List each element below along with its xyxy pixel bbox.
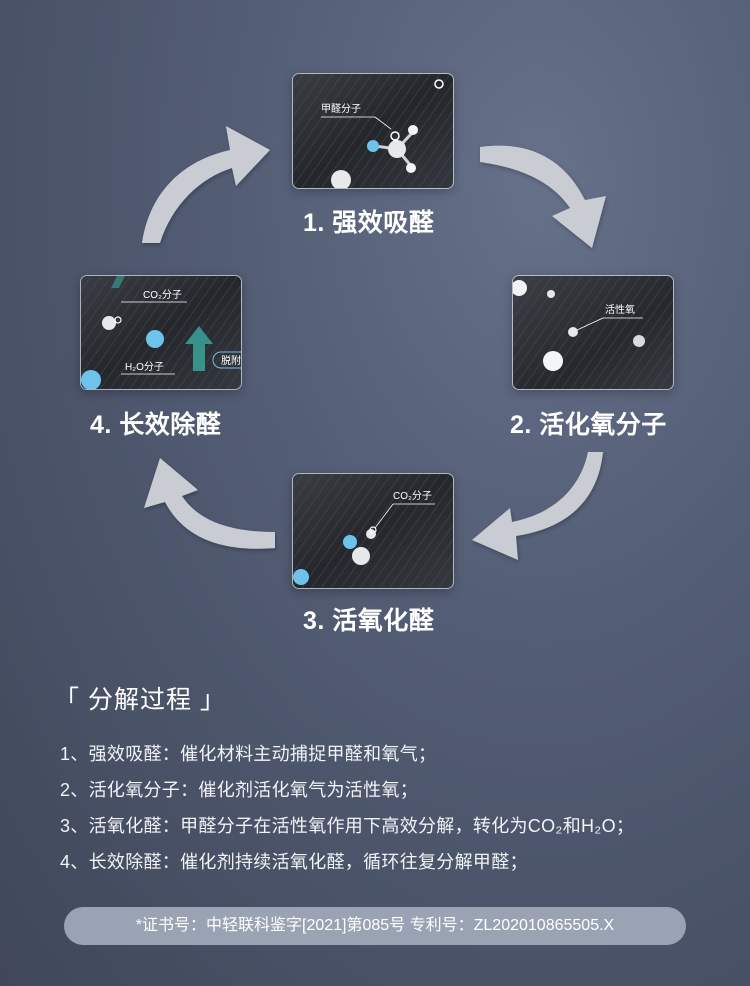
step-1-title: 1. 强效吸醛 (303, 209, 435, 237)
list-item: 2、活化氧分子：催化剂活化氧气为活性氧； (60, 780, 419, 800)
step-3-title: 3. 活氧化醛 (303, 607, 435, 635)
step-4-card: CO₂分子 H₂O分子 脱附 (80, 275, 242, 390)
up-arrow-icon (185, 326, 213, 371)
card-label-top: CO₂分子 (143, 289, 182, 301)
card-label-bottom: H₂O分子 (125, 361, 164, 373)
step-2-card: 活性氧 (512, 275, 674, 390)
card-label: 甲醛分子 (321, 102, 361, 115)
section-title: 「 分解过程 」 (54, 686, 226, 714)
list-item: 4、长效除醛：催化剂持续活氧化醛，循环往复分解甲醛； (60, 852, 528, 872)
curved-arrow-icon (480, 145, 606, 248)
step-3-card: CO₂分子 (292, 473, 454, 589)
card-label: CO₂分子 (393, 490, 432, 502)
card-tag: 脱附 (221, 354, 241, 367)
formaldehyde-molecule-icon (367, 125, 418, 173)
card-label: 活性氧 (605, 303, 635, 316)
step-4-title: 4. 长效除醛 (90, 411, 222, 439)
step-2-title: 2. 活化氧分子 (510, 411, 667, 439)
list-item: 1、强效吸醛：催化材料主动捕捉甲醛和氧气； (60, 744, 437, 764)
process-list: 1、强效吸醛：催化材料主动捕捉甲醛和氧气； 2、活化氧分子：催化剂活化氧气为活性… (60, 736, 634, 880)
certificate-bar: *证书号：中轻联科鉴字[2021]第085号 专利号：ZL20201086550… (64, 907, 686, 945)
curved-arrow-icon (144, 458, 275, 549)
curved-arrow-icon (142, 126, 270, 243)
curved-arrow-icon (472, 452, 603, 560)
list-item: 3、活氧化醛：甲醛分子在活性氧作用下高效分解，转化为CO₂和H₂O； (60, 816, 635, 836)
step-1-card: 甲醛分子 (292, 73, 454, 189)
